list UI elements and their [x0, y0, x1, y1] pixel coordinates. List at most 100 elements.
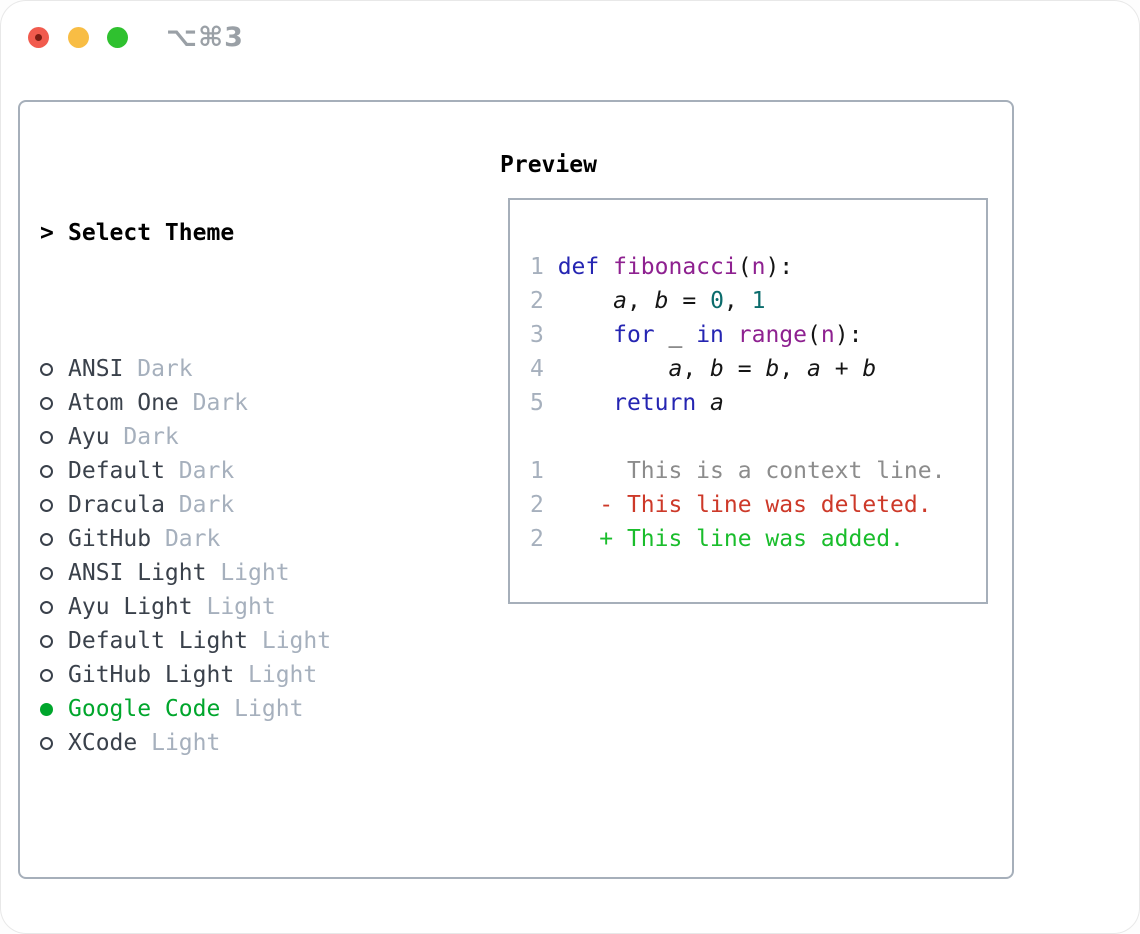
code-token: a — [613, 288, 627, 314]
code-token — [696, 390, 710, 416]
theme-option-default[interactable]: Default Dark — [40, 454, 428, 488]
option-variant-label: Light — [248, 628, 332, 654]
option-variant-label: Dark — [164, 458, 235, 484]
theme-option-ayu-light[interactable]: Ayu Light Light — [40, 590, 428, 624]
line-number: 1 — [530, 458, 558, 484]
code-token: ( — [807, 322, 821, 348]
line-number: 1 — [530, 254, 558, 280]
theme-option-dracula[interactable]: Dracula Dark — [40, 488, 428, 522]
code-line: 1 def fibonacci(n): — [530, 250, 945, 284]
option-variant-label: Dark — [164, 492, 235, 518]
radio-unselected-icon — [40, 736, 53, 750]
code-token: b — [862, 356, 877, 382]
code-line: 3 for _ in range(n): — [530, 318, 945, 352]
theme-option-ansi-light[interactable]: ANSI Light Light — [40, 556, 428, 590]
code-token: - This line was deleted. — [557, 492, 932, 518]
code-token: a — [710, 390, 724, 416]
code-token: This is a context line. — [557, 458, 946, 484]
option-label: GitHub — [68, 526, 152, 552]
option-label: ANSI — [68, 356, 124, 382]
code-token: ): — [834, 322, 863, 348]
theme-option-google-code[interactable]: Google Code Light — [40, 692, 428, 726]
code-token: def — [557, 254, 614, 280]
spacer — [40, 862, 428, 896]
radio-unselected-icon — [40, 464, 53, 478]
code-token: ( — [737, 254, 752, 280]
code-token: , — [626, 288, 655, 314]
option-label: Default Light — [68, 628, 249, 654]
code-token: = — [668, 288, 711, 314]
code-line: 2 + This line was added. — [530, 522, 945, 556]
minimize-button[interactable] — [68, 27, 89, 48]
code-token: a — [668, 356, 683, 382]
code-token: , — [779, 356, 808, 382]
option-variant-label: Dark — [151, 526, 221, 552]
line-number: 2 — [530, 526, 558, 552]
code-token: b — [765, 356, 780, 382]
line-number: 5 — [530, 390, 558, 416]
option-label: Ayu Light — [68, 594, 193, 620]
radio-unselected-icon — [40, 498, 53, 512]
option-variant-label: Light — [137, 730, 221, 756]
theme-option-github-light[interactable]: GitHub Light Light — [40, 658, 428, 692]
option-label: Google Code — [68, 696, 221, 722]
code-line: 2 a, b = 0, 1 — [530, 284, 945, 318]
line-number: 2 — [530, 492, 558, 518]
radio-unselected-icon — [40, 566, 53, 580]
theme-option-ayu[interactable]: Ayu Dark — [40, 420, 428, 454]
radio-unselected-icon — [40, 600, 53, 614]
code-token: return — [613, 390, 697, 416]
code-token: fibonacci — [613, 254, 738, 280]
code-token: n — [751, 254, 766, 280]
radio-unselected-icon — [40, 668, 53, 682]
option-variant-label: Dark — [109, 424, 179, 450]
code-token — [724, 322, 738, 348]
theme-option-ansi[interactable]: ANSI Dark — [40, 352, 428, 386]
option-label: Ayu — [68, 424, 110, 450]
code-token — [558, 390, 613, 416]
code-token — [558, 356, 669, 382]
radio-selected-icon — [40, 702, 53, 716]
theme-option-xcode[interactable]: XCode Light — [40, 726, 428, 760]
code-token: ): — [765, 254, 794, 280]
code-token: 1 — [751, 288, 766, 314]
code-token: , — [723, 288, 752, 314]
theme-option-github[interactable]: GitHub Dark — [40, 522, 428, 556]
option-label: Dracula — [68, 492, 165, 518]
option-label: Default — [68, 458, 165, 484]
close-button[interactable] — [28, 27, 49, 48]
theme-option-default-light[interactable]: Default Light Light — [40, 624, 428, 658]
option-label: GitHub Light — [68, 662, 235, 688]
option-variant-label: Light — [234, 662, 318, 688]
radio-unselected-icon — [40, 396, 53, 410]
code-token: n — [820, 322, 835, 348]
option-label: XCode — [68, 730, 138, 756]
zoom-button[interactable] — [107, 27, 128, 48]
code-token: for — [613, 322, 655, 348]
line-number: 2 — [530, 288, 558, 314]
line-number: 3 — [530, 322, 558, 348]
theme-option-atom-one[interactable]: Atom One Dark — [40, 386, 428, 420]
option-variant-label: Light — [206, 560, 290, 586]
code-line: 1 This is a context line. — [530, 454, 945, 488]
preview-title: Preview — [500, 152, 597, 178]
code-token: _ — [654, 322, 697, 348]
radio-unselected-icon — [40, 532, 53, 546]
code-token — [558, 322, 613, 348]
keyboard-shortcut-label: ⌥⌘3 — [166, 22, 244, 53]
code-token: + — [820, 356, 863, 382]
select-theme-title: Select Theme — [68, 220, 235, 246]
code-token: = — [723, 356, 766, 382]
code-token: , — [682, 356, 711, 382]
code-token: + This line was added. — [557, 526, 904, 552]
radio-unselected-icon — [40, 362, 53, 376]
radio-unselected-icon — [40, 634, 53, 648]
code-token: 0 — [710, 288, 724, 314]
option-variant-label: Light — [220, 696, 304, 722]
code-token: b — [654, 288, 669, 314]
option-variant-label: Light — [192, 594, 276, 620]
